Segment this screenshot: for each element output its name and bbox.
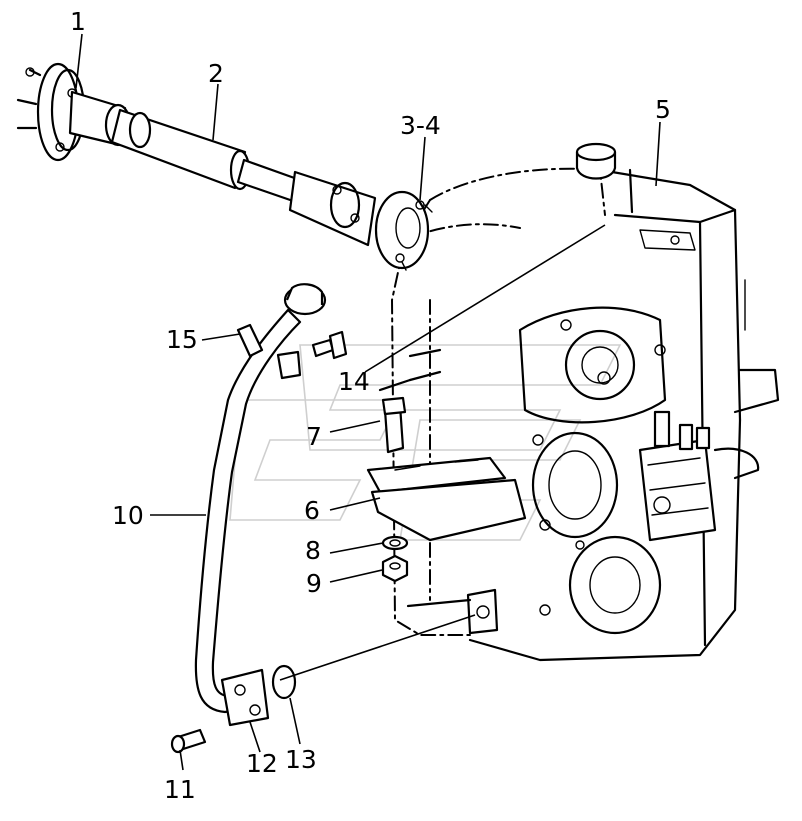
mount-hardware — [311, 330, 527, 583]
callout-11: 11 — [164, 775, 196, 804]
callout-7: 7 — [306, 422, 322, 451]
drive-shaft — [68, 90, 433, 271]
oil-filler-pipe — [170, 283, 327, 754]
callout-6: 6 — [304, 496, 320, 525]
callout-14: 14 — [338, 367, 370, 396]
callout-5: 5 — [655, 95, 671, 124]
callout-3-4: 3-4 — [400, 111, 441, 140]
callout-2: 2 — [208, 59, 224, 88]
leader-lines — [75, 33, 661, 771]
drive-flange — [16, 62, 86, 162]
transmission-housing — [378, 142, 780, 662]
callout-9: 9 — [306, 569, 322, 598]
callout-1: 1 — [70, 7, 86, 36]
callouts: 1 2 3-4 5 15 14 7 10 6 8 9 11 12 13 — [70, 7, 671, 804]
callout-10: 10 — [112, 501, 144, 530]
callout-12: 12 — [246, 749, 278, 778]
callout-15: 15 — [166, 325, 198, 354]
callout-8: 8 — [305, 536, 321, 565]
callout-13: 13 — [285, 745, 317, 774]
